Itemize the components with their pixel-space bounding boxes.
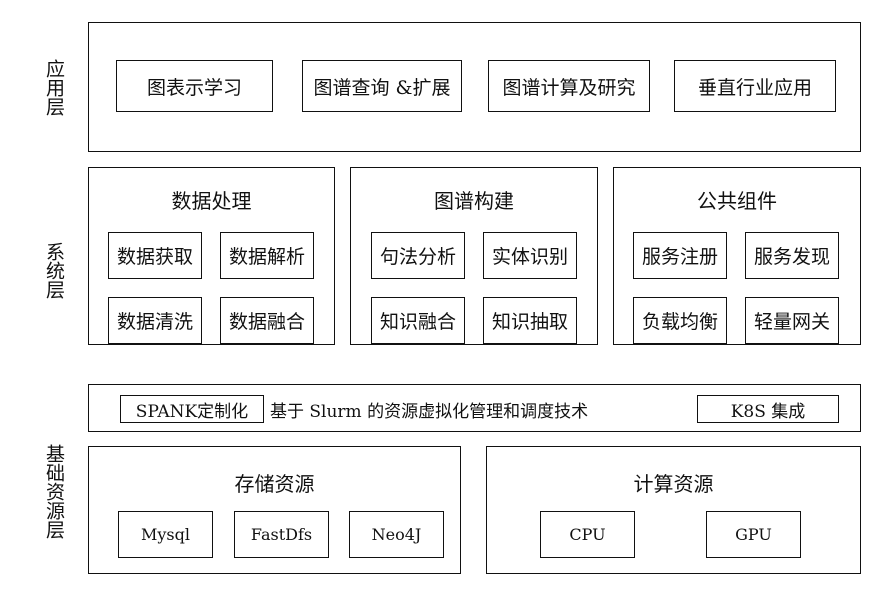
system-item: 句法分析 [371,232,465,279]
storage-resources-title: 存储资源 [234,471,315,496]
app-item-graph-representation-learning: 图表示学习 [116,60,273,112]
system-item: 知识抽取 [483,297,577,344]
system-item: 实体识别 [483,232,577,279]
app-item-graph-computation-research: 图谱计算及研究 [488,60,650,112]
system-item: 数据解析 [220,232,314,279]
system-item: 负载均衡 [633,297,727,344]
system-item: 数据获取 [108,232,202,279]
system-item: 数据融合 [220,297,314,344]
compute-item-gpu: GPU [706,511,801,558]
system-item: 轻量网关 [745,297,839,344]
storage-item-fastdfs: FastDfs [234,511,329,558]
app-item-vertical-industry-application: 垂直行业应用 [674,60,836,112]
system-group-title: 数据处理 [171,188,252,213]
k8s-integration-box: K8S 集成 [697,395,839,423]
storage-item-neo4j: Neo4J [349,511,444,558]
system-group-title: 公共组件 [697,188,777,213]
layer-label-infrastructure: 基础资源层 [43,443,65,539]
system-item: 服务发现 [745,232,839,279]
system-item: 服务注册 [633,232,727,279]
layer-label-system: 系统层 [43,241,65,299]
compute-item-cpu: CPU [540,511,635,558]
spank-customization-box: SPANK定制化 [120,395,264,423]
scheduling-bar-text: 基于 Slurm 的资源虚拟化管理和调度技术 [270,401,589,422]
storage-item-mysql: Mysql [118,511,213,558]
app-item-graph-query-extension: 图谱查询 &扩展 [302,60,462,112]
system-item: 数据清洗 [108,297,202,344]
layer-label-application: 应用层 [43,58,65,116]
system-item: 知识融合 [371,297,465,344]
system-group-title: 图谱构建 [434,188,514,213]
compute-resources-title: 计算资源 [633,471,714,496]
